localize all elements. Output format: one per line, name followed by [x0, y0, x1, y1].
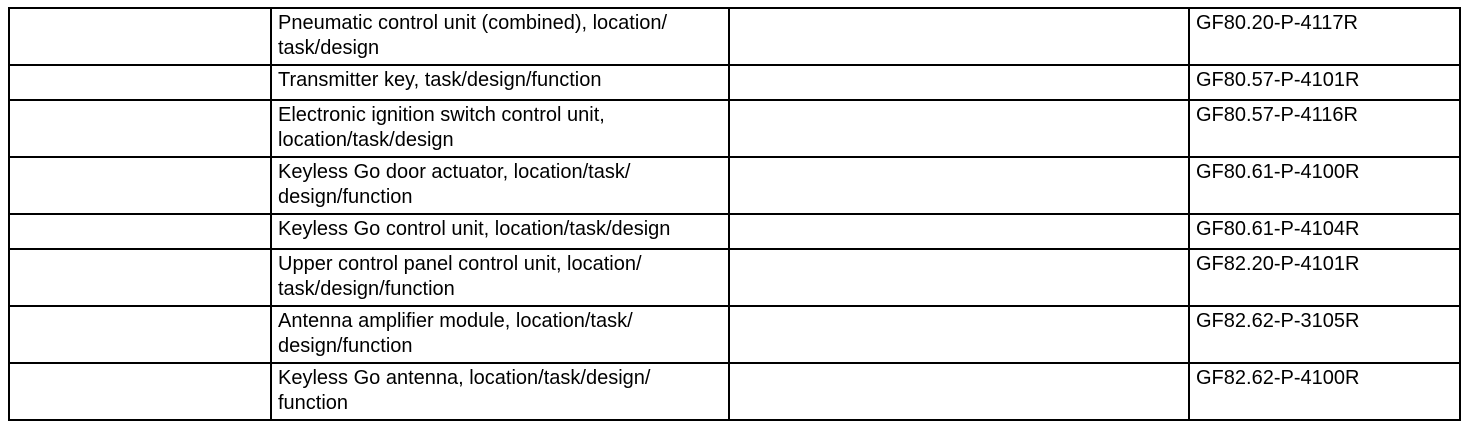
empty-cell-middle	[728, 248, 1190, 307]
empty-cell-left	[8, 213, 272, 250]
component-description: Keyless Go door actuator, location/task/…	[270, 156, 730, 215]
component-description: Antenna amplifier module, location/task/…	[270, 305, 730, 364]
empty-cell-left	[8, 64, 272, 101]
empty-cell-left	[8, 156, 272, 215]
document-code: GF80.20-P-4117R	[1188, 7, 1461, 66]
table-row: Pneumatic control unit (combined), locat…	[8, 7, 1461, 66]
empty-cell-left	[8, 99, 272, 158]
document-code: GF80.57-P-4116R	[1188, 99, 1461, 158]
empty-cell-middle	[728, 99, 1190, 158]
empty-cell-middle	[728, 156, 1190, 215]
component-description: Electronic ignition switch control unit,…	[270, 99, 730, 158]
empty-cell-middle	[728, 362, 1190, 421]
empty-cell-middle	[728, 213, 1190, 250]
component-description: Upper control panel control unit, locati…	[270, 248, 730, 307]
table-row: Antenna amplifier module, location/task/…	[8, 305, 1461, 364]
empty-cell-middle	[728, 7, 1190, 66]
empty-cell-left	[8, 7, 272, 66]
table-row: Transmitter key, task/design/function GF…	[8, 64, 1461, 101]
component-document-table: Pneumatic control unit (combined), locat…	[8, 7, 1461, 421]
document-code: GF82.20-P-4101R	[1188, 248, 1461, 307]
component-description: Keyless Go control unit, location/task/d…	[270, 213, 730, 250]
table-row: Electronic ignition switch control unit,…	[8, 99, 1461, 158]
table-row: Keyless Go antenna, location/task/design…	[8, 362, 1461, 421]
component-description: Pneumatic control unit (combined), locat…	[270, 7, 730, 66]
document-code: GF80.57-P-4101R	[1188, 64, 1461, 101]
table-row: Keyless Go control unit, location/task/d…	[8, 213, 1461, 250]
component-description: Transmitter key, task/design/function	[270, 64, 730, 101]
parts-table-body: Pneumatic control unit (combined), locat…	[8, 7, 1461, 421]
empty-cell-left	[8, 305, 272, 364]
empty-cell-left	[8, 362, 272, 421]
document-code: GF82.62-P-3105R	[1188, 305, 1461, 364]
document-code: GF80.61-P-4100R	[1188, 156, 1461, 215]
document-code: GF82.62-P-4100R	[1188, 362, 1461, 421]
empty-cell-middle	[728, 305, 1190, 364]
document-code: GF80.61-P-4104R	[1188, 213, 1461, 250]
component-description: Keyless Go antenna, location/task/design…	[270, 362, 730, 421]
table-row: Upper control panel control unit, locati…	[8, 248, 1461, 307]
table-row: Keyless Go door actuator, location/task/…	[8, 156, 1461, 215]
empty-cell-left	[8, 248, 272, 307]
empty-cell-middle	[728, 64, 1190, 101]
